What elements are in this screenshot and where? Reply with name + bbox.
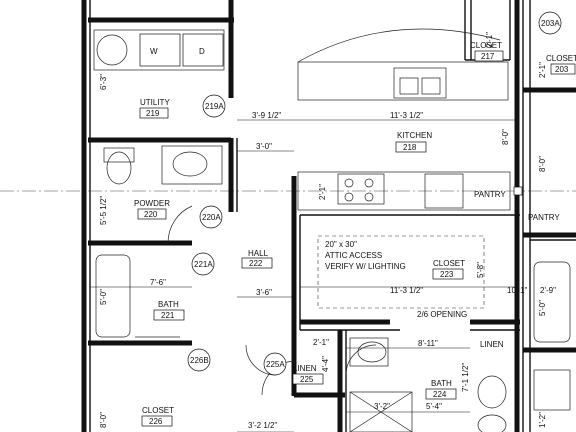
opening-note: 2/6 OPENING xyxy=(417,310,467,319)
svg-text:11'-3 1/2": 11'-3 1/2" xyxy=(390,286,423,295)
room-closet217-number: 217 xyxy=(481,52,495,61)
vanity xyxy=(161,145,223,185)
room-bath221-number: 221 xyxy=(161,311,175,320)
room-hall-number: 222 xyxy=(249,259,263,268)
toilet-tank xyxy=(103,147,135,163)
tag-221a: 221A xyxy=(194,260,213,269)
svg-text:5'-0": 5'-0" xyxy=(99,289,108,305)
room-closet217-name: CLOSET xyxy=(470,41,502,50)
room-closet226-number: 226 xyxy=(149,417,163,426)
room-kitchen-number: 218 xyxy=(403,143,417,152)
toilet-224 xyxy=(477,375,507,409)
laundry-counter xyxy=(93,29,225,71)
svg-text:1'-2": 1'-2" xyxy=(538,412,547,428)
room-linen225-number: 225 xyxy=(300,375,314,384)
attic-note-3: VERIFY W/ LIGHTING xyxy=(325,262,406,271)
tag-219a: 219A xyxy=(205,102,224,111)
svg-text:3'-6": 3'-6" xyxy=(256,288,272,297)
room-bath221-name: BATH xyxy=(158,300,179,309)
tag-225a: 225A xyxy=(266,360,285,369)
cooktop xyxy=(337,173,385,205)
room-linen-right: LINEN xyxy=(480,340,504,349)
svg-text:4'-4": 4'-4" xyxy=(321,356,330,372)
column xyxy=(513,186,523,196)
room-tags: 219A 220A 221A 226B 225A 203A xyxy=(187,11,562,376)
tag-203a: 203A xyxy=(541,19,560,28)
kitchen-sink xyxy=(393,67,447,99)
svg-text:2'-1": 2'-1" xyxy=(313,338,329,347)
dryer-label: D xyxy=(199,47,205,56)
room-closet226-name: CLOSET xyxy=(142,406,174,415)
sink-224 xyxy=(357,341,387,363)
room-closet223-number: 223 xyxy=(440,270,454,279)
dimension-labels: 6'-3" 3'-9 1/2" 11'-3 1/2" 8'-0" 3'-0" 5… xyxy=(99,32,556,430)
tag-226b: 226B xyxy=(190,356,209,365)
svg-text:5'-8": 5'-8" xyxy=(476,262,485,278)
svg-text:8'-0": 8'-0" xyxy=(99,412,108,428)
svg-text:8'-11": 8'-11" xyxy=(418,339,438,348)
bath-door-swing xyxy=(345,344,377,376)
room-pantry-right: PANTRY xyxy=(528,213,560,222)
room-closet223-name: CLOSET xyxy=(433,259,465,268)
svg-text:2'-1": 2'-1" xyxy=(318,184,327,200)
walls xyxy=(81,0,576,432)
svg-text:8'-0": 8'-0" xyxy=(538,156,547,172)
svg-text:2'-9": 2'-9" xyxy=(540,286,556,295)
room-closet203-name: CLOSET xyxy=(546,54,576,63)
svg-text:8'-0": 8'-0" xyxy=(501,129,510,145)
svg-text:5'-5 1/2": 5'-5 1/2" xyxy=(99,196,108,225)
attic-note-1: 20" x 30" xyxy=(325,240,357,249)
svg-text:10'-1": 10'-1" xyxy=(507,286,528,295)
kitchen-arc xyxy=(297,28,501,63)
svg-text:3'-2": 3'-2" xyxy=(374,402,390,411)
vanity-224 xyxy=(349,337,389,367)
room-closet203-number: 203 xyxy=(555,65,569,74)
toilet xyxy=(106,151,132,185)
powder-door-swing xyxy=(167,205,193,244)
powder-sink xyxy=(172,151,208,177)
kitchen-sink-right xyxy=(421,77,441,95)
kitchen-counter-bottom xyxy=(297,171,511,211)
refrigerator xyxy=(424,173,464,209)
svg-text:3'-0": 3'-0" xyxy=(256,142,272,151)
room-utility-number: 219 xyxy=(146,109,160,118)
dryer xyxy=(182,33,224,67)
room-utility-name: UTILITY xyxy=(140,98,170,107)
svg-text:2'-1": 2'-1" xyxy=(485,32,494,48)
svg-text:3'-9 1/2": 3'-9 1/2" xyxy=(252,111,281,120)
kitchen-sink-left xyxy=(399,77,419,95)
room-powder-name: POWDER xyxy=(134,199,170,208)
svg-text:3'-2 1/2": 3'-2 1/2" xyxy=(248,421,277,430)
washer xyxy=(139,33,181,67)
room-linen225-name: LINEN xyxy=(293,364,317,373)
sink-right xyxy=(533,369,571,411)
attic-note-2: ATTIC ACCESS xyxy=(325,251,382,260)
room-pantry-left: PANTRY xyxy=(474,190,506,199)
svg-text:7'-6": 7'-6" xyxy=(150,278,166,287)
bathtub-221 xyxy=(95,254,131,338)
water-heater xyxy=(96,34,128,66)
toilet-224b xyxy=(477,414,507,432)
svg-text:6'-3": 6'-3" xyxy=(99,74,108,90)
room-bath224-name: BATH xyxy=(431,379,452,388)
kitchen-counter-top xyxy=(297,61,509,101)
room-labels: UTILITY 219 POWDER 220 HALL 222 BATH 221… xyxy=(134,41,576,427)
washer-label: W xyxy=(150,47,158,56)
bathtub-right xyxy=(533,261,571,343)
room-bath224-number: 224 xyxy=(433,390,447,399)
dimension-lines xyxy=(90,119,517,432)
tag-220a: 220A xyxy=(202,213,221,222)
room-powder-number: 220 xyxy=(144,210,158,219)
svg-text:2'-1": 2'-1" xyxy=(538,62,547,78)
svg-text:5'-0": 5'-0" xyxy=(538,300,547,316)
svg-text:7'-1 1/2": 7'-1 1/2" xyxy=(461,363,470,392)
svg-text:5'-4": 5'-4" xyxy=(426,402,442,411)
room-kitchen-name: KITCHEN xyxy=(397,131,432,140)
room-hall-name: HALL xyxy=(248,249,269,258)
svg-text:11'-3 1/2": 11'-3 1/2" xyxy=(390,111,423,120)
